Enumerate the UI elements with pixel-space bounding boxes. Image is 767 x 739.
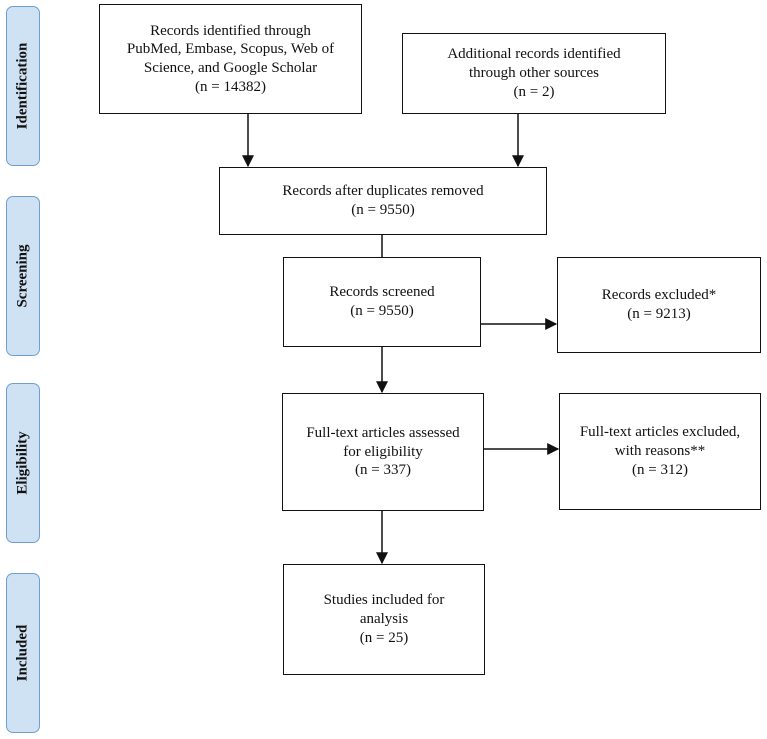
phase-eligibility: Eligibility xyxy=(6,383,40,543)
box-after-duplicates: Records after duplicates removed (n = 95… xyxy=(219,167,547,235)
phase-included: Included xyxy=(6,573,40,733)
fulltext-excluded-line1: Full-text articles excluded, xyxy=(579,424,741,441)
box-records-screened: Records screened (n = 9550) xyxy=(283,257,481,347)
additional-line1: Additional records identified xyxy=(447,46,621,63)
additional-line2: through other sources xyxy=(469,65,599,82)
included-count: (n = 25) xyxy=(359,629,409,646)
included-line2: analysis xyxy=(359,611,409,628)
box-additional-records: Additional records identified through ot… xyxy=(402,33,666,114)
screened-count: (n = 9550) xyxy=(350,303,414,319)
identified-line1: Records identified through xyxy=(150,22,311,39)
after-duplicates-count: (n = 9550) xyxy=(351,202,415,218)
identified-line3: Science, and Google Scholar xyxy=(143,60,318,76)
excluded-line1: Records excluded* xyxy=(601,287,717,304)
fulltext-assessed-line1: Full-text articles assessed xyxy=(306,424,460,441)
fulltext-assessed-line2: for eligibility xyxy=(343,443,423,460)
after-duplicates-line1: Records after duplicates removed xyxy=(282,183,484,200)
fulltext-assessed-count: (n = 337) xyxy=(355,462,411,479)
box-studies-included: Studies included for analysis (n = 25) xyxy=(283,564,485,675)
included-line1: Studies included for xyxy=(323,592,445,609)
identified-line2: PubMed, Embase, Scopus, Web of xyxy=(126,41,335,58)
box-records-excluded: Records excluded* (n = 9213) xyxy=(557,257,761,353)
phase-screening: Screening xyxy=(6,196,40,356)
additional-count: (n = 2) xyxy=(513,83,555,100)
fulltext-excluded-line2: with reasons** xyxy=(614,443,706,460)
box-fulltext-excluded: Full-text articles excluded, with reason… xyxy=(559,393,761,510)
box-records-identified: Records identified through PubMed, Embas… xyxy=(99,4,362,114)
screened-line1: Records screened xyxy=(329,284,435,301)
box-fulltext-assessed: Full-text articles assessed for eligibil… xyxy=(282,393,484,511)
excluded-count: (n = 9213) xyxy=(627,306,691,322)
fulltext-excluded-count: (n = 312) xyxy=(632,461,688,478)
phase-identification: Identification xyxy=(6,6,40,166)
identified-count: (n = 14382) xyxy=(195,78,266,95)
